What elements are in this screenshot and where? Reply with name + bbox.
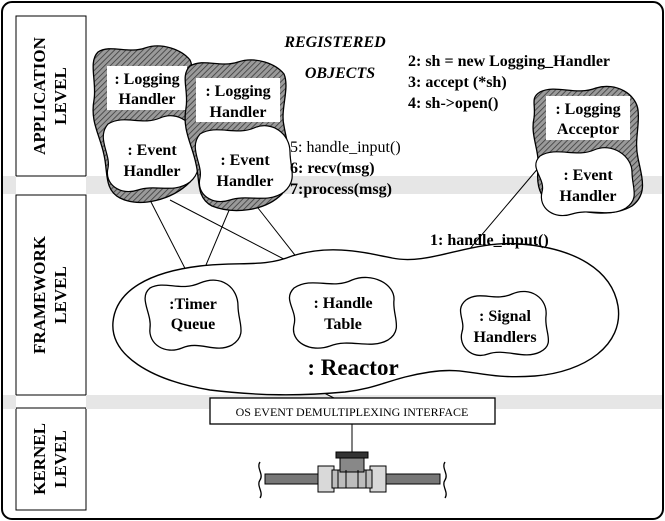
level-box-framework bbox=[15, 194, 87, 396]
logging-handler-1-title-1: : Logging bbox=[114, 71, 179, 88]
handle-table-label-2: Table bbox=[324, 316, 362, 333]
level-label-application-1: APPLICATION bbox=[30, 36, 49, 154]
logging-handler-2-title-1: : Logging bbox=[205, 83, 270, 100]
level-box-application bbox=[15, 15, 87, 177]
level-label-kernel-1: KERNEL bbox=[30, 423, 49, 495]
logging-handler-2 bbox=[184, 59, 293, 212]
level-label-application-2: LEVEL bbox=[51, 67, 70, 125]
reactor-label: : Reactor bbox=[307, 355, 398, 380]
logging-acceptor-event-2: Handler bbox=[560, 188, 617, 205]
logging-acceptor-label-box bbox=[546, 96, 630, 140]
step-4: 4: sh->open() bbox=[408, 95, 498, 112]
step-6: 6: recv(msg) bbox=[290, 160, 375, 177]
registered-objects-1: REGISTERED bbox=[283, 34, 386, 51]
logging-handler-1-title-2: Handler bbox=[119, 91, 176, 108]
signal-handlers-label-2: Handlers bbox=[473, 329, 536, 346]
band-left-2 bbox=[3, 395, 16, 409]
timer-queue-label-2: Queue bbox=[171, 316, 215, 333]
network-device-icon bbox=[258, 451, 447, 499]
step-2: 2: sh = new Logging_Handler bbox=[408, 53, 610, 70]
timer-queue-blob bbox=[144, 279, 242, 351]
level-box-kernel bbox=[15, 407, 87, 511]
step-3: 3: accept (*sh) bbox=[408, 74, 507, 91]
step-1: 1: handle_input() bbox=[430, 232, 549, 249]
timer-queue-label-1: :Timer bbox=[169, 296, 217, 313]
handle-table-blob bbox=[288, 276, 398, 349]
logging-acceptor-event-1: : Event bbox=[563, 167, 613, 184]
logging-handler-2-title-2: Handler bbox=[210, 104, 267, 121]
signal-handlers-blob bbox=[459, 290, 550, 357]
logging-handler-2-label-box bbox=[196, 78, 280, 122]
level-label-framework-1: FRAMEWORK bbox=[30, 235, 49, 354]
logging-handler-2-event-2: Handler bbox=[217, 173, 274, 190]
signal-handlers-label-1: : Signal bbox=[479, 308, 532, 325]
logging-handler-1-event-1: : Event bbox=[127, 142, 177, 159]
logging-acceptor-event-blob bbox=[535, 147, 635, 217]
os-interface-label: OS EVENT DEMULTIPLEXING INTERFACE bbox=[236, 405, 469, 419]
logging-handler-1-event-2: Handler bbox=[124, 163, 181, 180]
level-label-framework-2: LEVEL bbox=[51, 266, 70, 324]
logging-acceptor bbox=[532, 85, 644, 217]
step-7: 7:process(msg) bbox=[290, 181, 392, 198]
logging-acceptor-title-2: Acceptor bbox=[557, 121, 619, 138]
registered-objects-2: OBJECTS bbox=[305, 65, 375, 82]
logging-handler-2-event-1: : Event bbox=[220, 152, 270, 169]
step-5: 5: handle_input() bbox=[290, 139, 401, 156]
level-label-kernel-2: LEVEL bbox=[51, 430, 70, 488]
logging-handler-1-event-blob bbox=[102, 115, 199, 193]
logging-acceptor-title-1: : Logging bbox=[555, 101, 620, 118]
logging-handler-1 bbox=[92, 45, 199, 203]
handle-table-label-1: : Handle bbox=[313, 295, 372, 312]
logging-handler-1-label-box bbox=[107, 66, 187, 110]
band-left bbox=[3, 176, 16, 194]
os-interface-box bbox=[209, 397, 496, 425]
logging-handler-2-event-blob bbox=[194, 125, 293, 203]
